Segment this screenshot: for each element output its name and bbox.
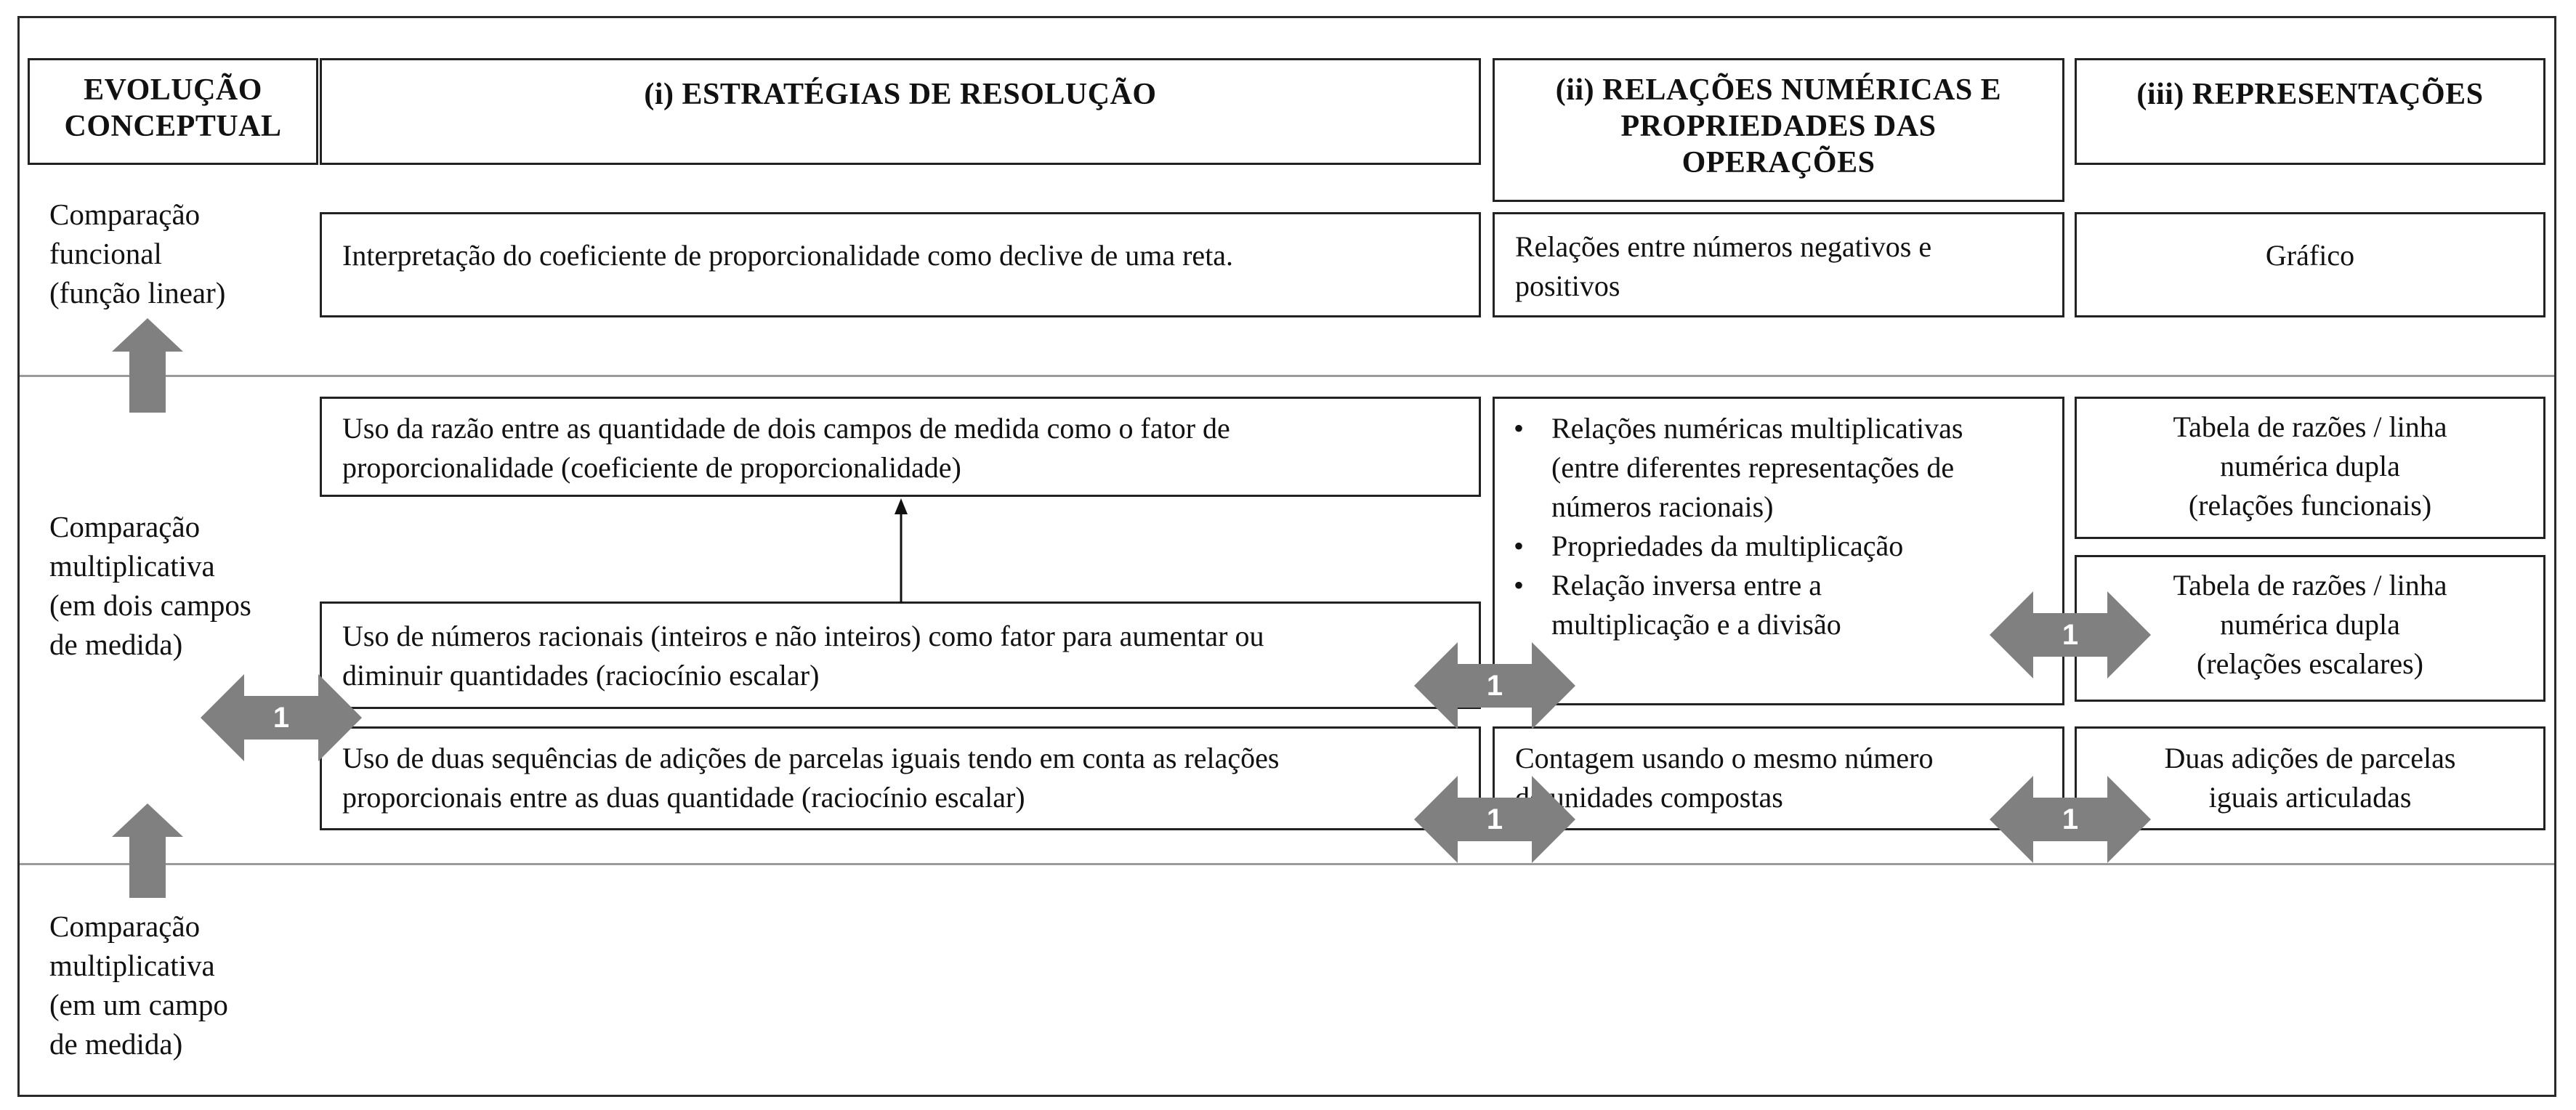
evolution-up-arrow-lower <box>112 803 183 898</box>
header-strategies-text: (i) ESTRATÉGIAS DE RESOLUÇÃO <box>644 78 1157 111</box>
strategy-sequences-line: proporcionais entre as duas quantidade (… <box>342 781 1025 814</box>
representation-ratio-table-functional: Tabela de razões / linha numérica dupla … <box>2075 397 2545 539</box>
ratio-table-functional-line: Tabela de razões / linha <box>2173 410 2447 443</box>
representation-two-additions: Duas adições de parcelas iguais articula… <box>2075 726 2545 830</box>
representation-graph: Gráfico <box>2075 212 2545 317</box>
separator-lower <box>20 863 2554 865</box>
strategy-sequences-line: Uso de duas sequências de adições de par… <box>342 742 1280 774</box>
header-evolution: EVOLUÇÃO CONCEPTUAL <box>28 58 318 165</box>
double-arrow-connector: 1 <box>201 674 362 761</box>
relation-bullet-line: Propriedades da multiplicação <box>1551 530 1904 562</box>
double-arrow-icon <box>1414 776 1575 863</box>
double-arrow-icon <box>1414 642 1575 729</box>
header-relations: (ii) RELAÇÕES NUMÉRICAS E PROPRIEDADES D… <box>1493 58 2064 202</box>
connector-label: 1 <box>1486 803 1503 835</box>
relation-counting: Contagem usando o mesmo número de unidad… <box>1493 726 2064 830</box>
relation-counting-line: Contagem usando o mesmo número <box>1515 742 1934 774</box>
header-representations-text: (iii) REPRESENTAÇÕES <box>2136 78 2484 111</box>
header-representations: (iii) REPRESENTAÇÕES <box>2075 58 2545 165</box>
two-additions-line: iguais articuladas <box>2208 781 2412 814</box>
connector-label: 1 <box>2062 803 2079 835</box>
level-multi-one-line: Comparação <box>49 910 201 943</box>
relation-bullet-list: Relações numéricas multiplicativas (entr… <box>1509 409 2055 644</box>
header-evolution-line-2: CONCEPTUAL <box>64 110 282 143</box>
level-functional-line: (função linear) <box>49 276 226 309</box>
relation-bullet-item: Relação inversa entre a multiplicação e … <box>1509 566 2055 644</box>
double-arrow-connector: 1 <box>1414 642 1575 729</box>
strategy-sequences: Uso de duas sequências de adições de par… <box>320 726 1481 830</box>
level-functional-line: Comparação <box>49 198 201 231</box>
ratio-table-scalar-line: Tabela de razões / linha <box>2173 569 2447 601</box>
strategy-rational-line: Uso de números racionais (inteiros e não… <box>342 620 1264 652</box>
representation-graph-text: Gráfico <box>2265 239 2355 272</box>
relation-neg-pos-line: Relações entre números negativos e <box>1515 230 1932 263</box>
relation-multiplicative-list: Relações numéricas multiplicativas (entr… <box>1493 397 2064 705</box>
level-multi-two-line: de medida) <box>49 628 183 661</box>
level-multi-one-line: (em um campo <box>49 988 228 1021</box>
diagram-frame <box>17 16 2556 1097</box>
double-arrow-icon <box>1990 776 2151 863</box>
strategy-rational-line: diminuir quantidades (raciocínio escalar… <box>342 659 820 692</box>
double-arrow-icon <box>201 674 362 761</box>
strategy-slope: Interpretação do coeficiente de proporci… <box>320 212 1481 317</box>
separator-upper <box>20 375 2554 377</box>
connector-label: 1 <box>272 701 290 734</box>
relation-bullet-line: (entre diferentes representações de <box>1551 451 1955 484</box>
level-multi-one-line: de medida) <box>49 1027 183 1061</box>
strategy-rational: Uso de números racionais (inteiros e não… <box>320 601 1481 709</box>
level-functional: Comparação funcional (função linear) <box>49 195 225 312</box>
ratio-table-scalar-line: (relações escalares) <box>2197 647 2423 680</box>
relation-bullet-line: multiplicação e a divisão <box>1551 608 1841 641</box>
header-relations-line-1: (ii) RELAÇÕES NUMÉRICAS E <box>1555 73 2002 107</box>
ratio-table-scalar-line: numérica dupla <box>2220 608 2400 641</box>
two-additions-line: Duas adições de parcelas <box>2164 742 2456 774</box>
level-multiplicative-one-field: Comparação multiplicativa (em um campo d… <box>49 907 228 1064</box>
relation-counting-line: de unidades compostas <box>1515 781 1783 814</box>
header-evolution-line-1: EVOLUÇÃO <box>84 73 262 107</box>
connector-label: 1 <box>2062 618 2079 651</box>
relation-bullet-item: Propriedades da multiplicação <box>1509 527 2055 566</box>
level-multi-two-line: multiplicativa <box>49 549 215 583</box>
strategy-slope-text: Interpretação do coeficiente de proporci… <box>342 239 1234 272</box>
double-arrow-connector: 1 <box>1990 776 2151 863</box>
relation-bullet-item: Relações numéricas multiplicativas (entr… <box>1509 409 2055 527</box>
level-functional-line: funcional <box>49 237 162 270</box>
strategy-ratio: Uso da razão entre as quantidade de dois… <box>320 397 1481 497</box>
relation-neg-pos-line: positivos <box>1515 270 1620 302</box>
double-arrow-icon <box>1990 591 2151 678</box>
double-arrow-connector: 1 <box>1414 776 1575 863</box>
relation-bullet-line: números racionais) <box>1551 490 1774 523</box>
strategy-ratio-line: Uso da razão entre as quantidade de dois… <box>342 412 1230 445</box>
ratio-table-functional-line: numérica dupla <box>2220 450 2400 482</box>
relation-bullet-line: Relações numéricas multiplicativas <box>1551 412 1963 445</box>
ratio-table-functional-line: (relações funcionais) <box>2188 489 2432 522</box>
thin-up-arrow <box>895 498 908 603</box>
relation-bullet-line: Relação inversa entre a <box>1551 569 1822 601</box>
level-multi-one-line: multiplicativa <box>49 949 215 982</box>
header-relations-line-2: PROPRIEDADES DAS <box>1620 110 1937 143</box>
level-multi-two-line: Comparação <box>49 510 201 543</box>
representation-ratio-table-scalar: Tabela de razões / linha numérica dupla … <box>2075 555 2545 702</box>
header-relations-line-3: OPERAÇÕES <box>1681 146 1876 179</box>
level-multiplicative-two-fields: Comparação multiplicativa (em dois campo… <box>49 507 251 664</box>
evolution-up-arrow-upper <box>112 318 183 413</box>
double-arrow-connector: 1 <box>1990 591 2151 678</box>
connector-label: 1 <box>1486 669 1503 702</box>
relation-negative-positive: Relações entre números negativos e posit… <box>1493 212 2064 317</box>
level-multi-two-line: (em dois campos <box>49 588 251 622</box>
strategy-ratio-line: proporcionalidade (coeficiente de propor… <box>342 451 961 484</box>
header-strategies: (i) ESTRATÉGIAS DE RESOLUÇÃO <box>320 58 1481 165</box>
